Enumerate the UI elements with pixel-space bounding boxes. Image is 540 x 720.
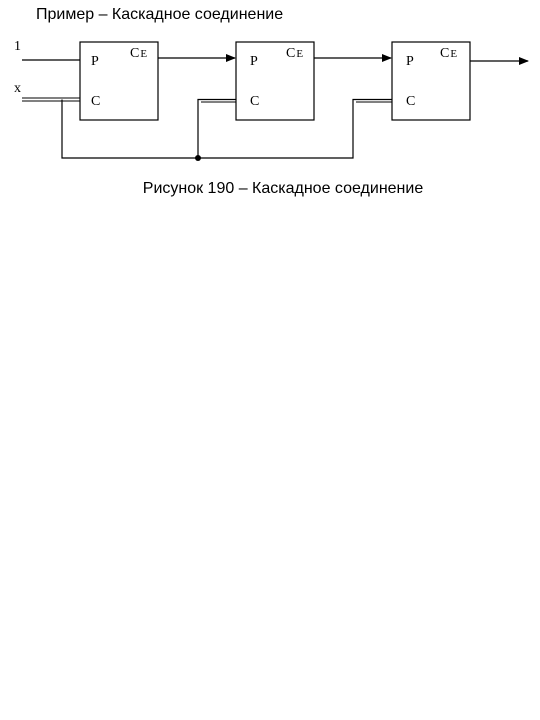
block-2-c-label: C [250, 94, 259, 109]
block-3 [391, 41, 471, 121]
block-1-p-label: P [91, 54, 99, 69]
block-2-p-label: P [250, 54, 258, 69]
block-3-c-label: C [406, 94, 415, 109]
block-2-ce-label: CE [286, 46, 303, 61]
cascade-diagram: 1 x P C CE P C CE P C CE [14, 39, 529, 161]
block-3-p-label: P [406, 54, 414, 69]
block-3-ce-label: CE [440, 46, 457, 61]
input-label-1: 1 [14, 39, 21, 54]
x-bus [61, 98, 392, 159]
block-2 [235, 41, 315, 121]
block-1 [79, 41, 159, 121]
figure-caption: Рисунок 190 – Каскадное соединение [142, 180, 424, 197]
page-heading: Пример – Каскадное соединение [36, 6, 284, 23]
block-1-c-label: C [91, 94, 100, 109]
junction-dot [195, 155, 201, 161]
block-1-ce-label: CE [130, 46, 147, 61]
input-label-x: x [14, 81, 21, 96]
